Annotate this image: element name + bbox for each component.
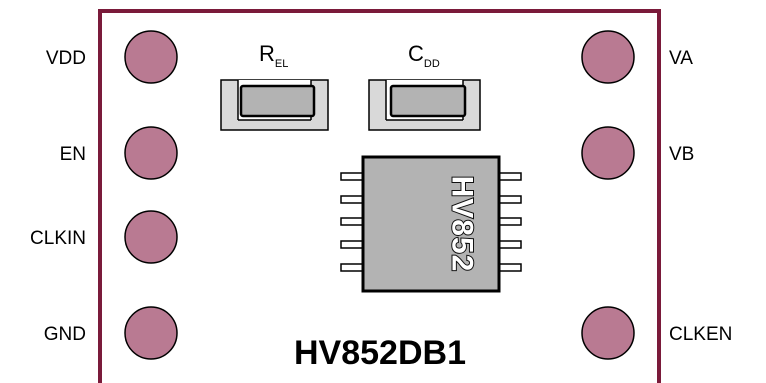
pad-vb (581, 126, 635, 180)
board-outline (98, 9, 661, 383)
pin-label-vdd: VDD (46, 48, 86, 69)
pad-clkin (124, 210, 178, 264)
pin-label-va: VA (669, 48, 693, 69)
pin-label-en: EN (60, 144, 86, 165)
pad-gnd (124, 306, 178, 360)
pin-label-clkin: CLKIN (30, 228, 86, 249)
board-title: HV852DB1 (294, 334, 466, 372)
pad-clken (581, 306, 635, 360)
ic-label: HV852 (446, 176, 479, 273)
ic-body (361, 155, 501, 293)
pin-label-gnd: GND (44, 324, 86, 345)
pad-en (124, 126, 178, 180)
ic-leads-left (340, 172, 364, 272)
resistor-rel-label: REL (259, 41, 288, 70)
ic-leads-right (498, 172, 522, 272)
capacitor-cdd (368, 79, 481, 131)
pad-va (581, 30, 635, 84)
pin-label-clken: CLKEN (669, 324, 732, 345)
pin-label-vb: VB (669, 144, 694, 165)
resistor-rel (220, 79, 329, 131)
pad-vdd (124, 30, 178, 84)
capacitor-cdd-label: CDD (408, 41, 440, 70)
